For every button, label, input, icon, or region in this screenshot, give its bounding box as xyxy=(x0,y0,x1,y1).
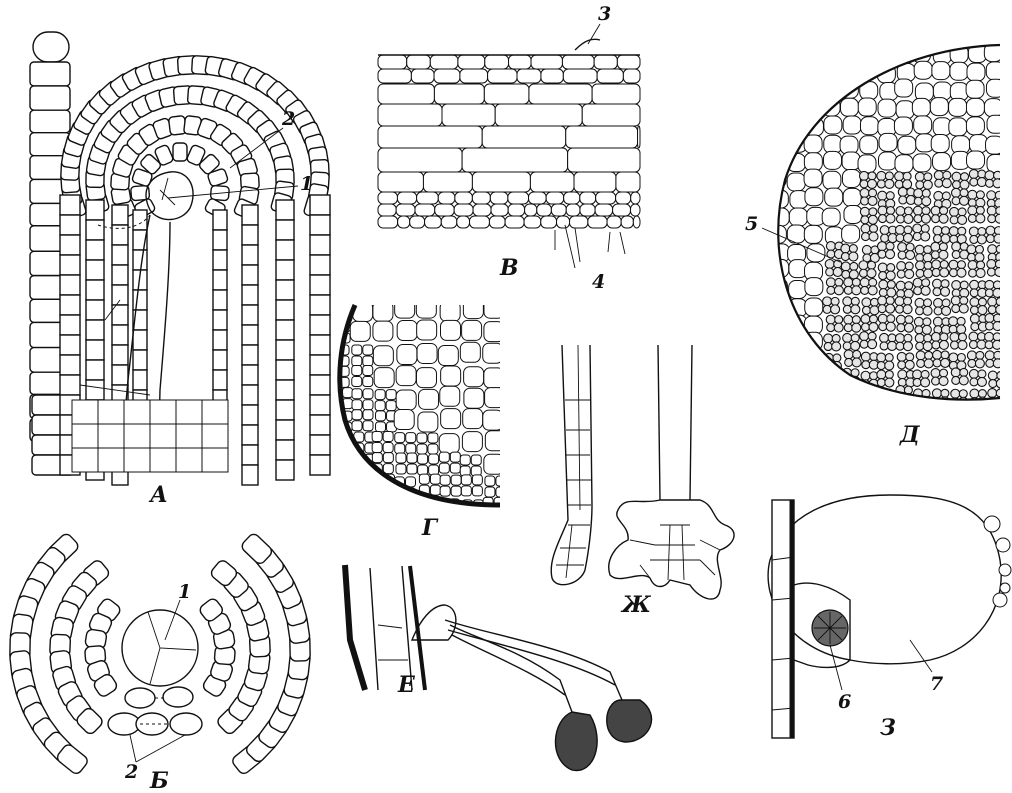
callout-v-3: 3 xyxy=(598,3,611,25)
callout-a-1: 1 xyxy=(300,173,313,195)
panel-zh-rhizoids-drawing xyxy=(551,345,734,599)
panel-d-section-drawing xyxy=(768,44,1012,407)
callout-b-2: 2 xyxy=(124,761,138,783)
panel-label-zh: Ж xyxy=(620,592,652,618)
panel-label-a: А xyxy=(148,482,168,508)
leader-v-3 xyxy=(588,24,600,44)
panel-label-b: Б xyxy=(149,768,169,793)
panel-g-stem-section-drawing xyxy=(328,298,506,521)
panel-v-cells xyxy=(378,55,640,228)
panel-v-leaf-section-drawing xyxy=(378,39,640,268)
panel-label-g: Г xyxy=(421,515,439,541)
callout-d-5: 5 xyxy=(745,213,758,235)
leader-b-2a xyxy=(130,735,136,762)
panel-z-capsule-drawing xyxy=(768,495,1011,738)
callout-z-6: 6 xyxy=(838,691,851,713)
callout-a-2: 2 xyxy=(281,108,295,130)
panel-label-e: Е xyxy=(397,672,416,698)
panel-label-z: З xyxy=(880,715,896,741)
leader-z-7 xyxy=(910,640,932,672)
callout-v-4: 4 xyxy=(592,271,605,293)
panel-label-d: Д xyxy=(899,422,920,448)
panel-b-section-drawing xyxy=(9,532,310,776)
panel-a-apex-drawing xyxy=(30,32,330,485)
leader-b-2b xyxy=(136,735,185,762)
callout-z-7: 7 xyxy=(930,673,943,695)
panel-e-drawing xyxy=(345,565,652,770)
panel-a-stem-cells xyxy=(72,400,228,472)
callout-b-1: 1 xyxy=(178,581,191,603)
panel-label-v: В xyxy=(499,255,519,281)
